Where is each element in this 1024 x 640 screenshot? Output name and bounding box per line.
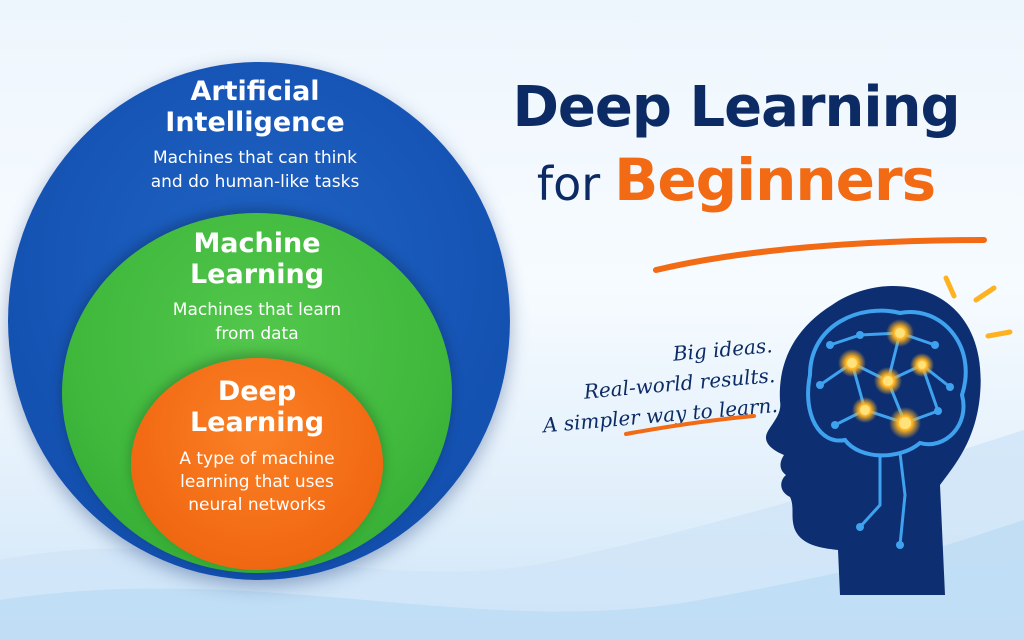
ml-desc-line1: Machines that learn xyxy=(172,300,342,320)
ai-title-line2: Intelligence xyxy=(165,107,345,138)
dl-title-line1: Deep xyxy=(217,376,297,407)
ai-desc-line1: Machines that can think xyxy=(152,148,358,168)
ai-desc-line2: and do human-like tasks xyxy=(150,172,360,192)
headline-line1: Deep Learning xyxy=(512,75,960,140)
ml-title-line2: Learning xyxy=(189,259,325,290)
ml-title-line1: Machine xyxy=(193,228,321,259)
dl-description: A type of machine learning that uses neu… xyxy=(152,448,362,517)
dl-desc-line3: neural networks xyxy=(188,495,326,515)
headline-for: for xyxy=(536,157,601,211)
ml-description: Machines that learn from data xyxy=(112,298,402,346)
headline-underline-stroke xyxy=(653,237,987,273)
dl-label-group: Deep Learning A type of machine learning… xyxy=(152,376,362,517)
dl-desc-line1: A type of machine xyxy=(179,449,335,469)
brain-head-icon xyxy=(765,285,981,595)
dl-circle xyxy=(131,358,383,570)
ai-description: Machines that can think and do human-lik… xyxy=(95,146,415,194)
ml-desc-line2: from data xyxy=(215,324,299,344)
ai-title: Artificial Intelligence xyxy=(95,76,415,138)
ml-title: Machine Learning xyxy=(112,228,402,290)
dl-title: Deep Learning xyxy=(152,376,362,438)
dl-title-line2: Learning xyxy=(189,407,325,438)
ml-label-group: Machine Learning Machines that learn fro… xyxy=(112,228,402,346)
headline-highlight: Beginners xyxy=(614,146,936,214)
ai-title-line1: Artificial xyxy=(190,76,320,107)
ai-label-group: Artificial Intelligence Machines that ca… xyxy=(95,76,415,194)
spark-lines-icon xyxy=(943,275,1013,339)
dl-desc-line2: learning that uses xyxy=(180,472,334,492)
tagline-underline-stroke xyxy=(624,414,756,436)
